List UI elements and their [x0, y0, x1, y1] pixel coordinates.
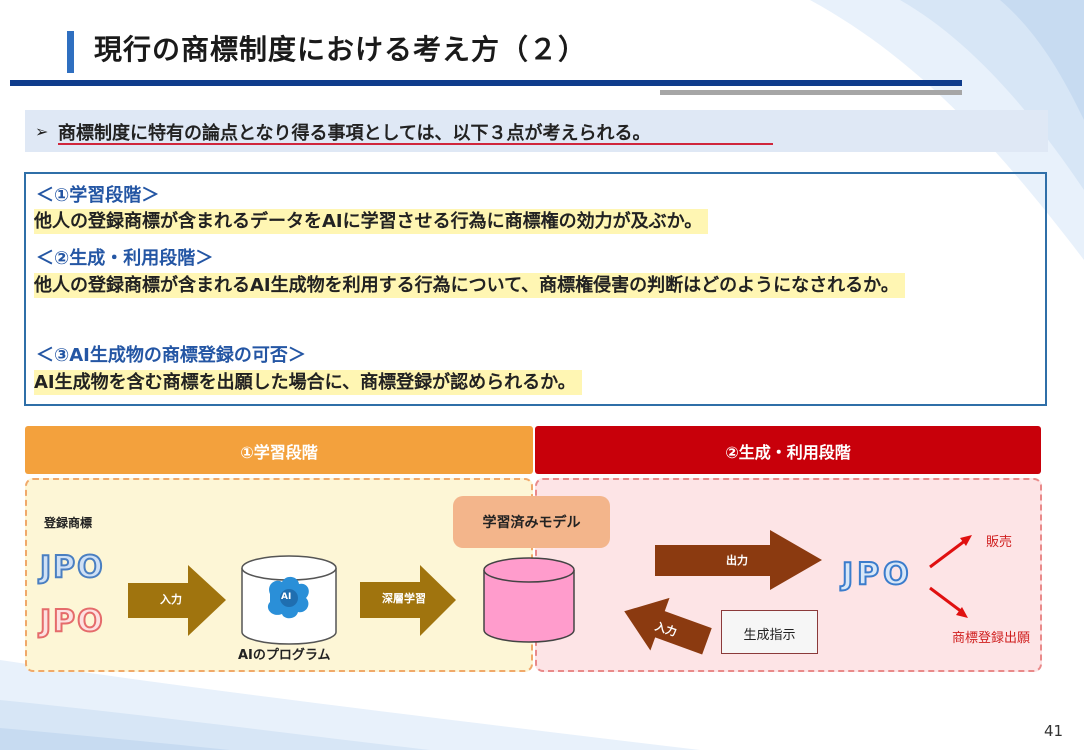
page-number: 41 [1044, 722, 1064, 740]
summary-text: 商標制度に特有の論点となり得る事項としては、以下３点が考えられる。 [58, 123, 651, 144]
generation-phase-bar: ②生成・利用段階 [535, 426, 1041, 474]
trained-model-callout [453, 496, 610, 548]
stage-1-text: 他人の登録商標が含まれるデータをAIに学習させる行為に商標権の効力が及ぶか。 [34, 209, 709, 234]
stage-3-heading: ＜③AI生成物の商標登録の可否＞ [36, 345, 306, 366]
learning-phase-bar: ①学習段階 [25, 426, 533, 474]
input-arrow-back [624, 597, 712, 655]
ai-badge-text: AI [281, 592, 292, 602]
jpo-logo-blue: JPO [39, 549, 105, 586]
input-arrow-label: 入力 [160, 593, 182, 606]
stage-2-text: 他人の登録商標が含まれるAI生成物を利用する行為について、商標権侵害の判断はどの… [34, 273, 905, 298]
output-arrow-label: 出力 [726, 554, 748, 567]
trained-model-label: 学習済みモデル [482, 515, 581, 531]
sale-arrow [929, 535, 972, 569]
tm-application-label: 商標登録出願 [952, 631, 1031, 646]
title-rule-blue [10, 80, 962, 86]
summary-box [25, 110, 1048, 152]
stage-1-body: 他人の登録商標が含まれるデータをAIに学習させる行為に商標権の効力が及ぶか。 [34, 207, 709, 237]
ai-program-label: AIのプログラム [238, 648, 331, 663]
generation-phase-label: ②生成・利用段階 [725, 443, 851, 462]
stage-1-heading: ＜①学習段階＞ [36, 185, 160, 206]
sale-label: 販売 [986, 535, 1013, 550]
deep-learning-label: 深層学習 [382, 592, 426, 605]
title-rule-gray [660, 90, 962, 95]
tm-application-arrow [929, 586, 968, 618]
jpo-logo-red: JPO [39, 603, 105, 640]
page-title: 現行の商標制度における考え方（２） [94, 33, 588, 66]
summary-underline [58, 143, 773, 145]
learning-phase-label: ①学習段階 [240, 443, 318, 462]
output-arrow [655, 530, 822, 590]
trained-model-cylinder [483, 557, 575, 643]
jpo-logo-output: JPO [841, 556, 913, 593]
stage-2-body: 他人の登録商標が含まれるAI生成物を利用する行為について、商標権侵害の判断はどの… [34, 271, 1034, 301]
registered-trademark-label: 登録商標 [44, 516, 93, 530]
stage-3-body: AI生成物を含む商標を出願した場合に、商標登録が認められるか。 [34, 368, 582, 398]
deep-learning-arrow [360, 565, 456, 636]
stages-box [24, 172, 1047, 406]
title-accent-bar [67, 31, 74, 73]
stage-3-text: AI生成物を含む商標を出願した場合に、商標登録が認められるか。 [34, 370, 582, 395]
input-arrow [128, 565, 226, 636]
generation-instruction-label: 生成指示 [743, 628, 796, 643]
ai-brain-icon [267, 576, 309, 619]
stage-2-heading: ＜②生成・利用段階＞ [36, 248, 214, 269]
bullet-arrow-icon: ➢ [35, 122, 49, 141]
generation-instruction-box [721, 610, 818, 654]
